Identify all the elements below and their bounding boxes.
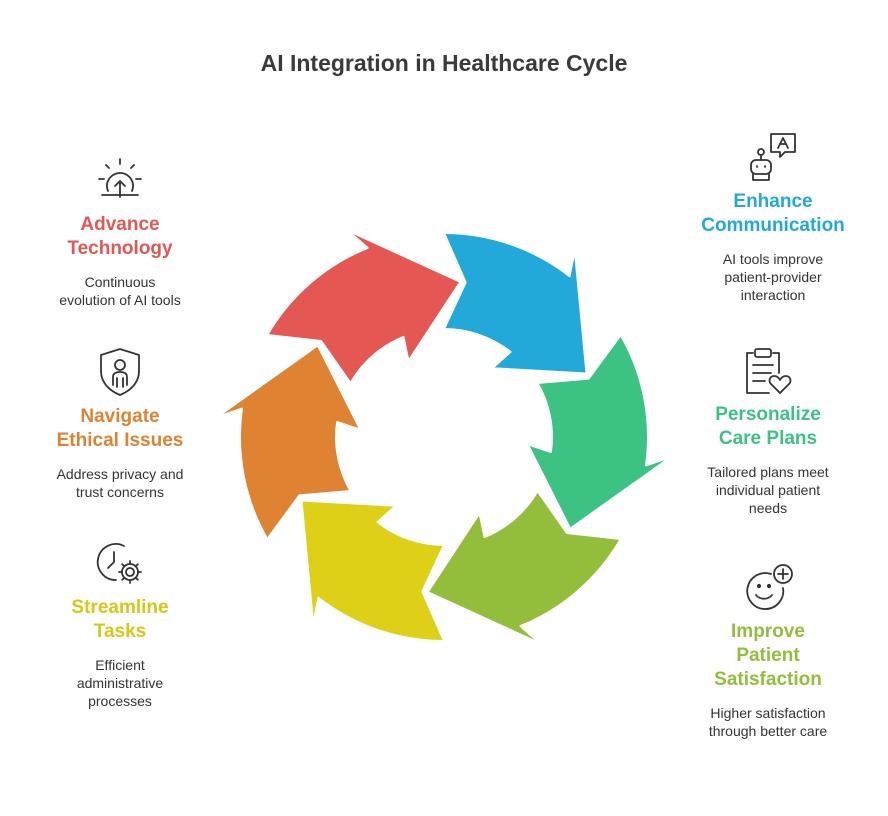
step-description: Efficient [95, 657, 145, 673]
step-description: trust concerns [76, 484, 164, 500]
arrow-improve-patient-satisfaction [426, 490, 622, 645]
step-heading: Personalize [715, 404, 821, 425]
step-heading: Streamline [71, 597, 169, 618]
arrow-streamline-tasks [300, 499, 445, 642]
step-heading: Advance [80, 214, 160, 235]
arrow-personalize-care-plans [526, 334, 673, 530]
step-heading: Improve [731, 621, 805, 642]
step-description: needs [748, 500, 788, 516]
step-description: evolution of AI tools [59, 292, 181, 308]
step-heading: Navigate [80, 406, 160, 427]
step-heading: Ethical Issues [56, 430, 184, 451]
step-personalize-care-plans: Personalize Care Plans Tailored plans me… [673, 345, 863, 517]
clock-gear-icon [96, 543, 142, 584]
step-enhance-communication: Enhance Communication AI tools improve p… [678, 130, 868, 304]
step-heading: Technology [67, 238, 173, 259]
step-heading: Enhance [733, 191, 813, 212]
step-description: through better care [708, 723, 828, 739]
step-description: Higher satisfaction [710, 705, 826, 721]
step-advance-technology: Advance Technology Continuous evolution … [25, 155, 215, 309]
step-heading: Communication [701, 215, 845, 236]
smile-plus-icon [746, 564, 793, 610]
lightbulb-upload-icon [98, 158, 142, 198]
step-description: administrative [76, 675, 164, 691]
step-description: Address privacy and [56, 466, 184, 482]
step-description: interaction [740, 287, 806, 303]
step-description: Continuous [84, 274, 156, 290]
step-heading: Patient [736, 645, 800, 666]
step-navigate-ethical-issues: Navigate Ethical Issues Address privacy … [25, 345, 215, 501]
arrow-enhance-communication [443, 232, 588, 375]
step-streamline-tasks: Streamline Tasks Efficient administrativ… [25, 538, 215, 710]
step-description: Tailored plans meet [707, 464, 829, 480]
step-description: individual patient [715, 482, 821, 498]
step-improve-patient-satisfaction: Improve Patient Satisfaction Higher sati… [673, 562, 863, 740]
step-description: processes [88, 693, 152, 709]
arrow-navigate-ethical-issues [215, 344, 362, 540]
step-description: AI tools improve [722, 251, 824, 267]
step-heading: Tasks [93, 621, 147, 642]
page-title: AI Integration in Healthcare Cycle [260, 50, 628, 76]
clipboard-heart-icon [746, 348, 792, 394]
robot-chat-icon [750, 133, 796, 181]
shield-person-icon [100, 348, 140, 396]
step-heading: Care Plans [718, 428, 818, 449]
arrow-advance-technology [266, 229, 462, 384]
step-description: patient-provider [724, 269, 822, 285]
step-heading: Satisfaction [714, 669, 822, 690]
